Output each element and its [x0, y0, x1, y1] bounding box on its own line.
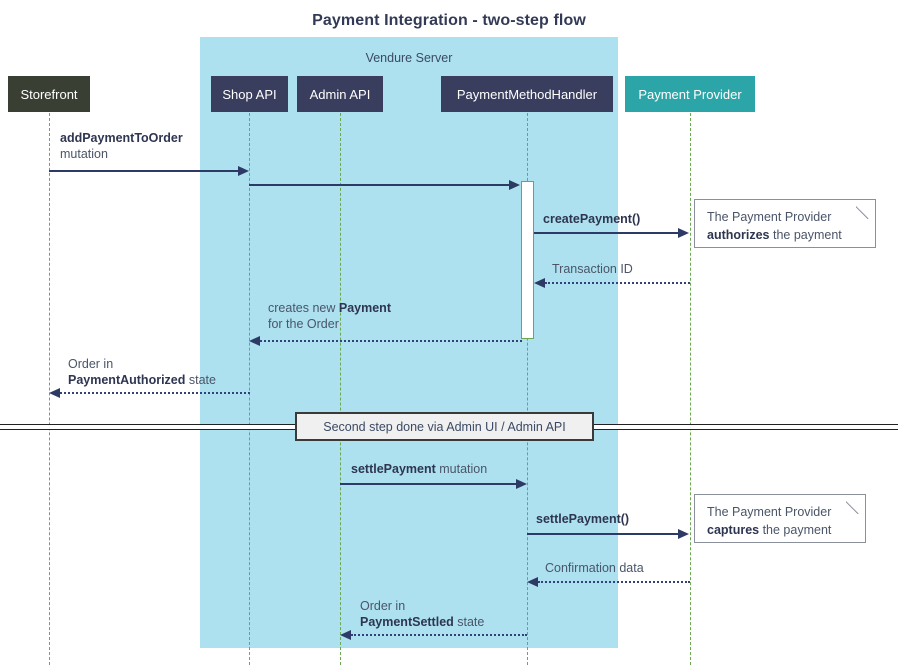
- message-arrow-creates-new-payment: [260, 340, 522, 342]
- message-label-creates-new-payment-bold: Payment: [338, 301, 391, 315]
- message-label-order-payment-authorized-bold: PaymentAuthorized: [68, 373, 186, 387]
- message-label-settle-payment-call: settlePayment(): [536, 511, 629, 527]
- note-provider-captures-line1: The Payment Provider: [707, 505, 832, 519]
- note-provider-captures-bold: captures: [707, 523, 760, 537]
- message-label-creates-new-payment-line2: for the Order: [268, 317, 339, 331]
- message-arrowhead-confirmation-data: [527, 577, 538, 587]
- group-box-label: Vendure Server: [365, 51, 453, 65]
- note-fold-edge-icon-2: [846, 494, 866, 514]
- message-arrowhead-add-payment-to-order: [238, 166, 249, 176]
- message-label-order-payment-authorized-rest: state: [185, 373, 216, 387]
- message-arrowhead-shop-api-to-handler: [509, 180, 520, 190]
- message-arrow-order-payment-authorized: [60, 392, 250, 394]
- message-label-order-payment-settled-bold: PaymentSettled: [360, 615, 454, 629]
- lifeline-payment-method-handler: [527, 113, 528, 665]
- message-arrowhead-settle-payment-call: [678, 529, 689, 539]
- message-arrowhead-transaction-id: [534, 278, 545, 288]
- participant-shop-api[interactable]: Shop API: [211, 76, 288, 112]
- participant-payment-provider[interactable]: Payment Provider: [625, 76, 755, 112]
- message-arrowhead-create-payment: [678, 228, 689, 238]
- message-arrow-transaction-id: [545, 282, 690, 284]
- message-arrowhead-order-payment-settled: [340, 630, 351, 640]
- message-label-add-payment-to-order: addPaymentToOrder mutation: [60, 130, 183, 162]
- message-arrow-add-payment-to-order: [49, 170, 239, 172]
- message-label-create-payment: createPayment(): [543, 211, 640, 227]
- message-arrow-settle-payment-mutation: [340, 483, 517, 485]
- message-arrow-create-payment: [534, 232, 679, 234]
- participant-payment-method-handler-label: PaymentMethodHandler: [456, 86, 598, 102]
- message-label-creates-new-payment: creates new Payment for the Order: [268, 300, 391, 332]
- message-label-settle-payment-mutation-bold: settlePayment: [351, 462, 436, 476]
- message-label-order-payment-settled: Order in PaymentSettled state: [360, 598, 484, 630]
- message-label-order-payment-settled-rest: state: [453, 615, 485, 629]
- note-provider-authorizes-line1: The Payment Provider: [707, 210, 832, 224]
- message-label-settle-payment-mutation-rest: mutation: [435, 462, 488, 476]
- participant-shop-api-label: Shop API: [222, 86, 277, 102]
- message-arrowhead-order-payment-authorized: [49, 388, 60, 398]
- lifeline-admin-api: [340, 113, 341, 665]
- message-arrow-order-payment-settled: [351, 634, 527, 636]
- message-label-settle-payment-call-bold: settlePayment(): [536, 512, 630, 526]
- message-arrowhead-settle-payment-mutation: [516, 479, 527, 489]
- message-label-settle-payment-mutation: settlePayment mutation: [351, 461, 487, 477]
- message-label-order-payment-authorized-line1: Order in: [68, 357, 114, 371]
- message-label-order-payment-authorized: Order in PaymentAuthorized state: [68, 356, 216, 388]
- message-label-transaction-id-text: Transaction ID: [552, 262, 633, 276]
- message-label-add-payment-to-order-bold: addPaymentToOrder: [60, 131, 183, 145]
- participant-payment-method-handler[interactable]: PaymentMethodHandler: [441, 76, 613, 112]
- message-arrow-confirmation-data: [538, 581, 690, 583]
- page-title: Payment Integration - two-step flow: [312, 12, 586, 29]
- message-label-confirmation-data: Confirmation data: [545, 560, 644, 576]
- message-label-transaction-id: Transaction ID: [552, 261, 633, 277]
- lifeline-payment-provider: [690, 113, 691, 665]
- message-label-add-payment-to-order-rest: mutation: [60, 147, 108, 161]
- participant-payment-provider-label: Payment Provider: [638, 86, 742, 102]
- note-provider-authorizes: The Payment Provider authorizes the paym…: [694, 199, 876, 248]
- participant-storefront[interactable]: Storefront: [8, 76, 90, 112]
- note-provider-authorizes-bold: authorizes: [707, 228, 770, 242]
- participant-storefront-label: Storefront: [20, 86, 78, 102]
- activation-bar-payment-method-handler: [521, 181, 534, 339]
- lifeline-shop-api: [249, 113, 250, 665]
- message-label-creates-new-payment-pre: creates new: [268, 301, 339, 315]
- note-fold-edge-icon: [856, 199, 876, 219]
- note-provider-captures: The Payment Provider captures the paymen…: [694, 494, 866, 543]
- group-box-vendure-server: Vendure Server: [200, 37, 618, 648]
- divider-label: Second step done via Admin UI / Admin AP…: [323, 419, 566, 434]
- note-provider-captures-rest: the payment: [759, 523, 832, 537]
- divider-box-second-step: Second step done via Admin UI / Admin AP…: [295, 412, 594, 441]
- message-label-order-payment-settled-line1: Order in: [360, 599, 406, 613]
- message-label-confirmation-data-text: Confirmation data: [545, 561, 644, 575]
- participant-admin-api[interactable]: Admin API: [297, 76, 383, 112]
- message-arrow-settle-payment-call: [527, 533, 679, 535]
- message-arrow-shop-api-to-handler: [249, 184, 510, 186]
- participant-admin-api-label: Admin API: [309, 86, 371, 102]
- note-provider-authorizes-rest: the payment: [769, 228, 842, 242]
- message-arrowhead-creates-new-payment: [249, 336, 260, 346]
- message-label-create-payment-bold: createPayment(): [543, 212, 641, 226]
